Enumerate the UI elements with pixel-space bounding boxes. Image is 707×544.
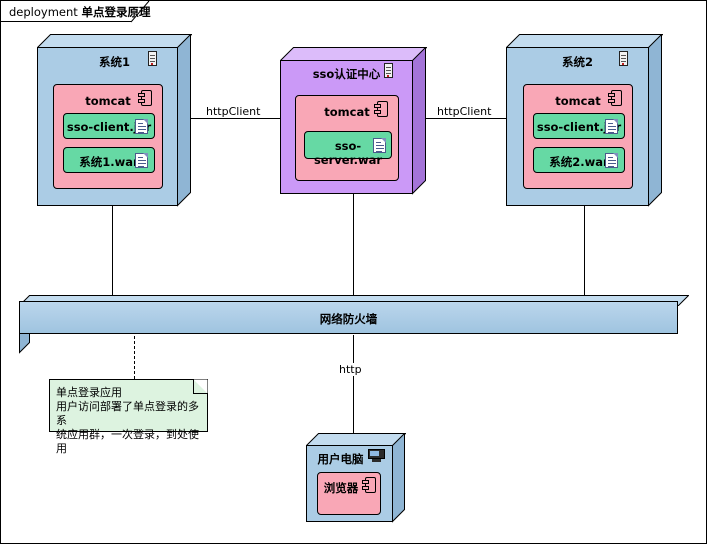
node-sso-center-side-face — [412, 47, 426, 195]
note-fold-icon — [188, 379, 208, 399]
document-icon — [373, 138, 386, 153]
frame-name: 单点登录原理 — [81, 5, 151, 19]
component-tomcat-system2-title: tomcat — [555, 94, 601, 108]
note-text: 单点登录应用 用户访问部署了单点登录的多系 统应用群，一次登录，到处使用 — [56, 386, 199, 455]
component-browser[interactable]: 浏览器 — [317, 472, 381, 515]
document-icon — [605, 153, 618, 168]
artifact-system1-war[interactable]: 系统1.war — [63, 147, 155, 173]
edge-label-http: http — [337, 363, 364, 376]
edge-label-httpclient-left: httpClient — [204, 105, 263, 118]
document-icon — [605, 119, 618, 134]
node-sso-center[interactable]: sso认证中心 tomcat sso-server.war — [280, 47, 427, 195]
artifact-sso-client-jar-system1[interactable]: sso-client.jar — [63, 113, 155, 139]
component-icon — [138, 90, 152, 106]
connector-sso-system2 — [426, 118, 515, 119]
artifact-system2-war-label: 系统2.war — [549, 155, 609, 169]
node-system1-side-face — [177, 34, 191, 207]
frame-keyword: deployment — [9, 5, 78, 19]
connector-firewall-usercomputer — [353, 335, 354, 433]
component-tomcat-system1-title: tomcat — [85, 94, 131, 108]
artifact-system1-war-label: 系统1.war — [79, 155, 139, 169]
component-tomcat-sso-title: tomcat — [324, 105, 370, 119]
server-icon — [619, 51, 628, 66]
note-sso-application[interactable]: 单点登录应用 用户访问部署了单点登录的多系 统应用群，一次登录，到处使用 — [49, 379, 208, 455]
artifact-sso-server-war-label: sso-server.war — [313, 139, 383, 167]
frame-title: deployment 单点登录原理 — [9, 4, 150, 20]
node-system1-top-face — [37, 34, 192, 48]
component-icon — [374, 101, 388, 117]
user-computer-side-face — [392, 433, 405, 523]
component-browser-title: 浏览器 — [323, 481, 359, 495]
artifact-sso-client-jar-system2[interactable]: sso-client.jar — [533, 113, 625, 139]
connector-system1-sso — [191, 118, 280, 119]
node-system2[interactable]: 系统2 tomcat sso-client.jar 系统2.war — [506, 34, 663, 207]
artifact-sso-server-war[interactable]: sso-server.war — [304, 131, 392, 167]
connector-sso-firewall — [353, 194, 354, 296]
connector-system2-firewall — [584, 206, 585, 296]
monitor-icon — [368, 449, 385, 463]
server-icon — [384, 63, 393, 78]
component-tomcat-system1[interactable]: tomcat sso-client.jar 系统1.war — [53, 84, 163, 189]
component-icon — [362, 477, 376, 493]
node-sso-center-top-face — [280, 47, 427, 61]
edge-label-httpclient-right: httpClient — [435, 105, 494, 118]
document-icon — [135, 153, 148, 168]
frame-tab-corner — [131, 1, 153, 23]
document-icon — [135, 119, 148, 134]
note-anchor-line — [134, 331, 135, 379]
component-icon — [608, 90, 622, 106]
firewall-label: 网络防火墙 — [319, 312, 378, 326]
component-tomcat-sso[interactable]: tomcat sso-server.war — [295, 95, 399, 181]
artifact-sso-client-jar-system2-label: sso-client.jar — [536, 120, 622, 134]
server-icon — [148, 51, 157, 66]
component-tomcat-system2[interactable]: tomcat sso-client.jar 系统2.war — [523, 84, 633, 189]
connector-system1-firewall — [112, 206, 113, 296]
artifact-sso-client-jar-system1-label: sso-client.jar — [66, 120, 152, 134]
node-system2-side-face — [648, 34, 662, 207]
artifact-system2-war[interactable]: 系统2.war — [533, 147, 625, 173]
firewall-front-face — [19, 301, 678, 334]
node-system1[interactable]: 系统1 tomcat sso-client.jar 系统1.war — [37, 34, 192, 207]
node-system2-top-face — [506, 34, 663, 48]
node-firewall[interactable]: 网络防火墙 — [18, 291, 690, 354]
node-user-computer[interactable]: 用户电脑 浏览器 — [306, 433, 406, 523]
